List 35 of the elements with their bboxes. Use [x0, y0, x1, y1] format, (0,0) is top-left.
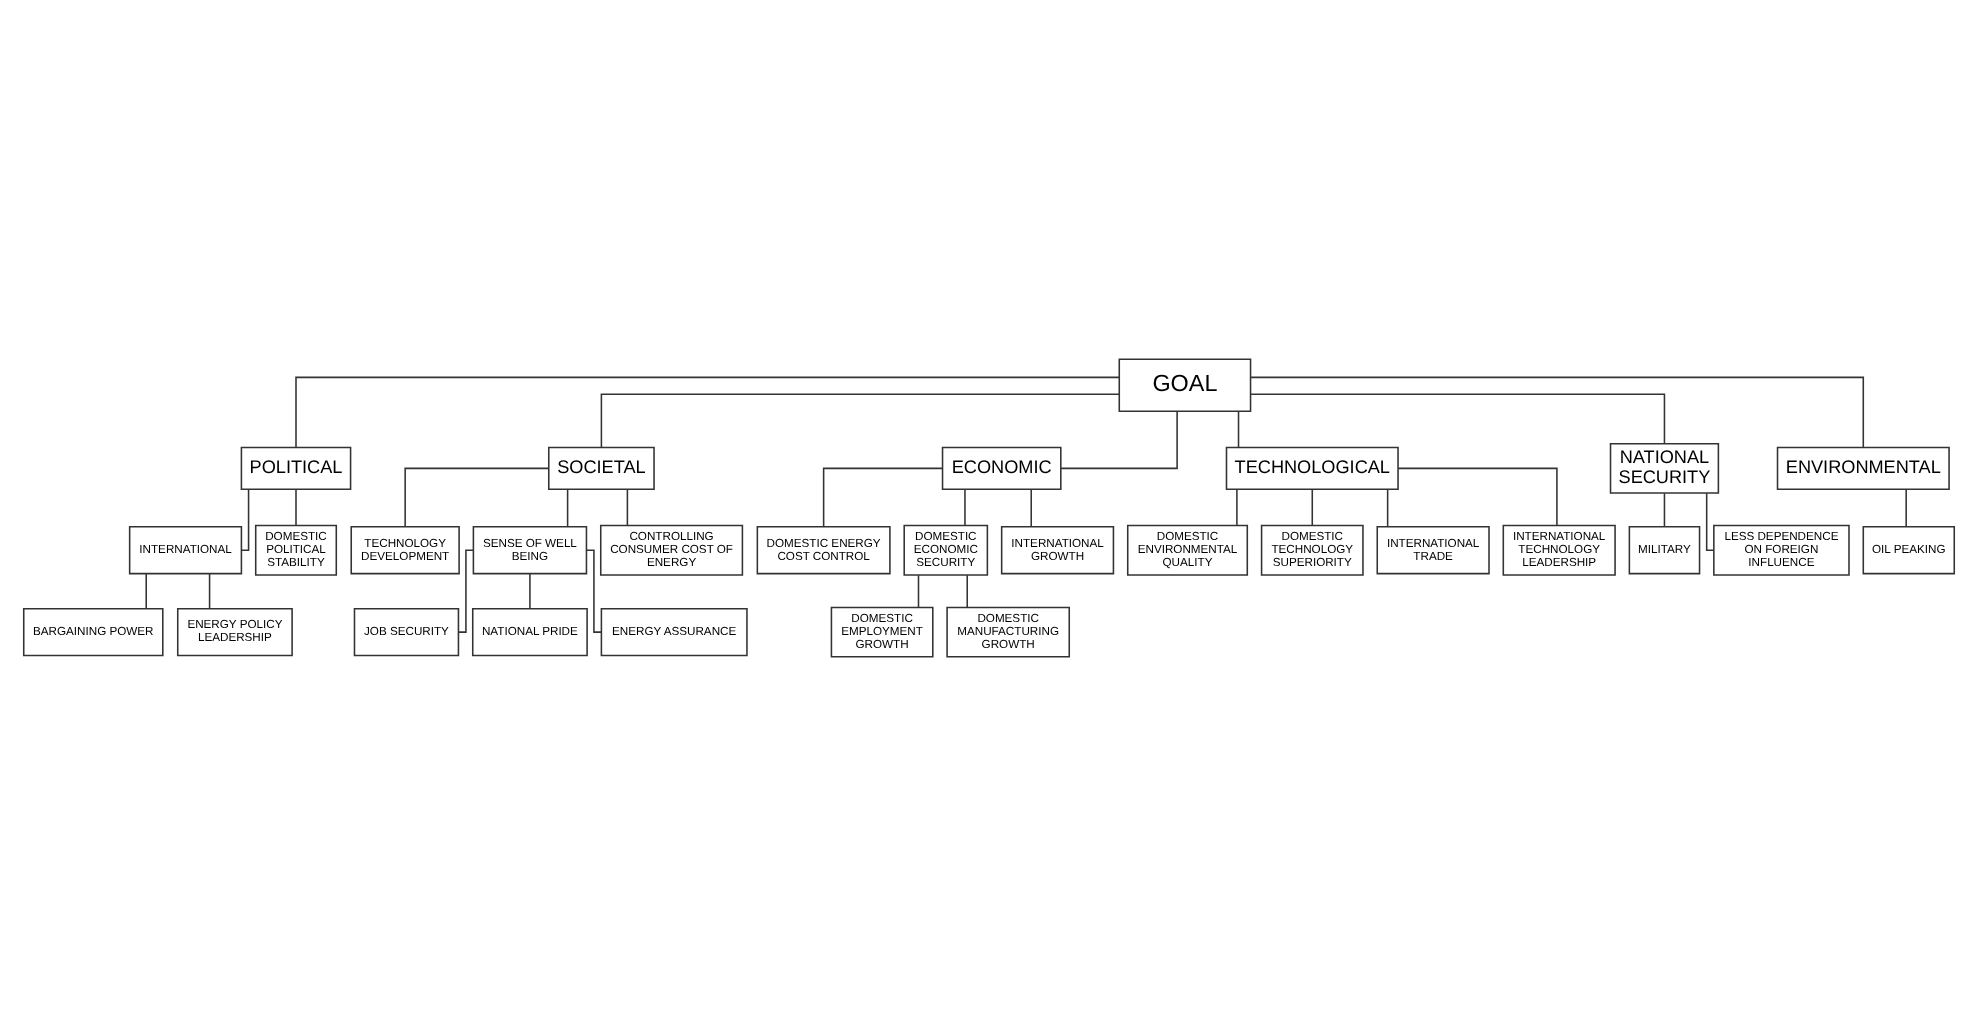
node-box: ECONOMIC: [940, 446, 1061, 490]
connector: [565, 488, 568, 528]
connector: [584, 549, 602, 633]
connector: [207, 573, 210, 609]
connector: [294, 488, 296, 527]
connector: [599, 393, 1119, 449]
connector: [1704, 492, 1714, 551]
node-box: GOAL: [1117, 358, 1251, 412]
connector: [1236, 410, 1239, 449]
connector: [403, 467, 549, 528]
node-box: SOCIETAL: [547, 446, 654, 490]
connector: [456, 549, 474, 633]
node-box: TECHNOLOGICAL: [1224, 446, 1398, 490]
connector: [1396, 467, 1557, 526]
connector: [963, 488, 965, 527]
connector: [240, 488, 249, 551]
connector: [965, 574, 967, 609]
connector: [1662, 492, 1665, 528]
connector: [144, 573, 146, 609]
connector: [294, 376, 1119, 449]
node-box: ENVIRONMENTAL: [1775, 446, 1949, 490]
connector: [1385, 488, 1388, 528]
node-box: NATIONAL SECURITY: [1608, 442, 1719, 494]
connector: [528, 573, 530, 609]
connector: [1310, 488, 1313, 527]
connector: [1059, 410, 1177, 470]
connector: [1029, 488, 1031, 528]
connector: [1235, 488, 1237, 527]
connector: [821, 467, 943, 528]
connector: [1248, 393, 1665, 445]
connector: [916, 574, 919, 609]
node-box: POLITICAL: [239, 446, 351, 490]
connector: [1904, 488, 1906, 528]
connector: [1248, 376, 1864, 449]
connector: [625, 488, 628, 527]
